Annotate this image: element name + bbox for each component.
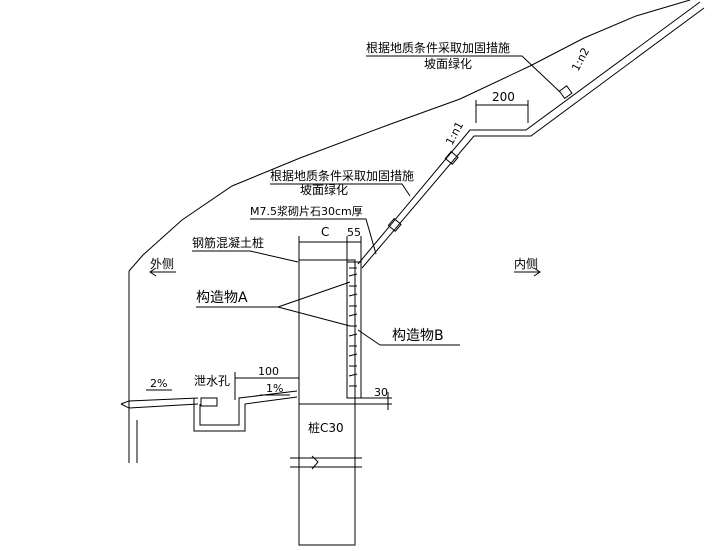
pile-break-zigzag xyxy=(312,456,318,469)
lower-reinforcement-note: 根据地质条件采取加固措施 xyxy=(270,169,414,183)
road-surface-left xyxy=(129,398,198,401)
cut-slope-line xyxy=(358,2,700,264)
pile-type-label: 钢筋混凝土桩 xyxy=(192,235,264,250)
structure-a-leader-2 xyxy=(278,307,350,326)
drain-hole xyxy=(201,398,217,406)
road-surface-left-2 xyxy=(129,404,198,408)
upper-note-leader xyxy=(366,56,560,92)
cut-slope-inner-line xyxy=(362,8,704,268)
lower-note-leader xyxy=(270,184,410,196)
dim-pile-width: C xyxy=(321,225,329,239)
dim-platform-width: 200 xyxy=(492,90,515,104)
concrete-pile xyxy=(299,260,355,545)
slope-anchor-upper xyxy=(559,86,572,99)
inner-grade-label: 1% xyxy=(266,382,283,395)
road-surface-arrow xyxy=(121,401,129,408)
dim-ditch-width: 100 xyxy=(258,365,279,378)
outer-side-label: 外侧 xyxy=(150,257,174,271)
slope-ratio-lower: 1:n1 xyxy=(443,120,466,148)
dim-facing-width: 55 xyxy=(347,226,361,239)
outer-side-arrowhead xyxy=(150,268,156,276)
pile-concrete-label: 桩C30 xyxy=(308,420,344,435)
ditch-inner xyxy=(200,391,297,425)
outer-grade-label: 2% xyxy=(150,377,167,390)
inner-side-arrowhead xyxy=(534,268,540,276)
natural-ground-line xyxy=(129,0,690,271)
dim-bottom-offset: 30 xyxy=(374,386,388,399)
ditch-outline xyxy=(194,397,297,431)
slope-anchor-middle xyxy=(445,152,458,165)
slope-anchor-lower xyxy=(388,219,401,232)
structure-a-label: 构造物A xyxy=(196,290,248,306)
facing-masonry xyxy=(347,262,361,398)
structure-b-label: 构造物B xyxy=(392,328,444,344)
structure-b-leader xyxy=(358,330,380,345)
structure-a-leader-1 xyxy=(278,282,350,307)
slope-ratio-upper: 1:n2 xyxy=(569,46,592,74)
drain-hole-label: 泄水孔 xyxy=(194,374,230,388)
masonry-leader xyxy=(250,219,376,254)
pile-type-leader-2 xyxy=(250,251,298,262)
upper-greening-note: 坡面绿化 xyxy=(424,56,472,71)
masonry-note: M7.5浆砌片石30cm厚 xyxy=(250,204,363,218)
upper-reinforcement-note: 根据地质条件采取加固措施 xyxy=(366,41,510,55)
lower-greening-note: 坡面绿化 xyxy=(300,182,348,197)
inner-side-label: 内侧 xyxy=(514,257,538,271)
facing-hatch xyxy=(349,268,357,386)
